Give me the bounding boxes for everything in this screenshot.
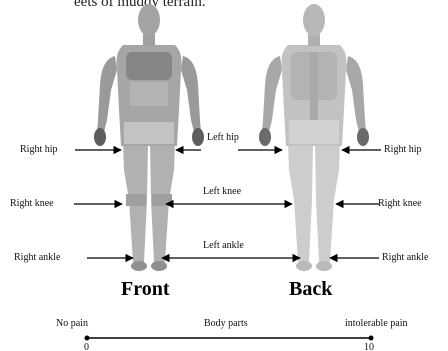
label-right-knee-front: Right knee xyxy=(10,198,54,210)
label-left-hip: Left hip xyxy=(207,132,239,144)
label-right-knee-back: Right knee xyxy=(378,198,422,210)
label-right-hip-front: Right hip xyxy=(20,144,58,156)
pain-scale-max-dot xyxy=(369,336,374,341)
label-right-ankle-back: Right ankle xyxy=(382,252,428,264)
scale-max-value: 10 xyxy=(364,342,374,351)
label-left-knee: Left knee xyxy=(203,186,241,198)
scale-min-label: No pain xyxy=(56,318,88,330)
scale-center-label: Body parts xyxy=(204,318,248,330)
label-right-ankle-front: Right ankle xyxy=(14,252,60,264)
scale-max-label: intolerable pain xyxy=(345,318,407,330)
label-right-hip-back: Right hip xyxy=(384,144,422,156)
back-body-figure xyxy=(259,4,369,271)
front-body-figure xyxy=(94,4,204,271)
back-view-title: Back xyxy=(289,278,332,300)
scale-min-value: 0 xyxy=(84,342,89,351)
pain-scale-min-dot xyxy=(85,336,90,341)
pain-scale xyxy=(85,336,374,341)
front-view-title: Front xyxy=(121,278,170,300)
label-left-ankle: Left ankle xyxy=(203,240,244,252)
